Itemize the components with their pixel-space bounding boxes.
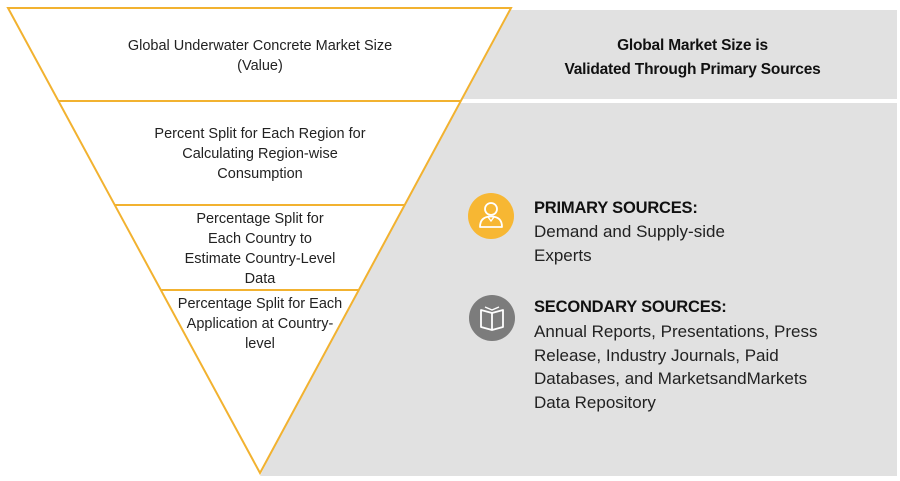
funnel-level-2: Percent Split for Each Region for Calcul…	[110, 124, 410, 184]
primary-sources-badge	[468, 193, 514, 239]
funnel-level-3: Percentage Split for Each Country to Est…	[160, 209, 360, 289]
primary-sources-line: Experts	[534, 245, 592, 265]
secondary-sources-line: Annual Reports, Presentations, Press	[534, 322, 818, 341]
validation-statement: Global Market Size is Validated Through …	[540, 34, 845, 82]
panel-divider	[455, 99, 900, 103]
funnel-level-1: Global Underwater Concrete Market Size (…	[90, 36, 430, 76]
validation-panel	[260, 10, 897, 476]
funnel-outline	[6, 7, 513, 476]
funnel-level-4-line: Application at Country-	[186, 316, 334, 332]
person-icon	[479, 202, 503, 228]
funnel-level-4: Percentage Split for Each Application at…	[160, 294, 360, 354]
funnel-level-2-line: Calculating Region-wise	[182, 146, 338, 162]
funnel-level-2-line: Percent Split for Each Region for	[154, 126, 366, 142]
funnel-level-3-line: Each Country to	[208, 231, 312, 247]
validation-line: Global Market Size is	[617, 37, 768, 54]
funnel-level-3-line: Percentage Split for	[196, 211, 324, 227]
secondary-sources-line: Data Repository	[534, 393, 656, 413]
primary-sources-line: Demand and Supply-side	[534, 222, 725, 241]
funnel-level-1-line: Global Underwater Concrete Market Size	[127, 38, 393, 54]
validation-line: Validated Through Primary Sources	[564, 61, 821, 78]
funnel-level-4-line: level	[245, 336, 275, 352]
secondary-sources-badge	[469, 295, 515, 341]
funnel-level-1-line: (Value)	[237, 58, 283, 74]
secondary-sources-line: Release, Industry Journals, Paid	[534, 345, 779, 365]
funnel-level-2-line: Consumption	[217, 166, 303, 182]
funnel-level-3-line: Estimate Country-Level	[184, 251, 336, 267]
secondary-sources-line: Databases, and MarketsandMarkets	[534, 369, 808, 389]
primary-sources-body: Demand and Supply-side Experts	[534, 220, 814, 267]
secondary-sources-body: Annual Reports, Presentations, Press Rel…	[534, 320, 864, 415]
book-icon	[480, 306, 504, 331]
funnel-level-4-line: Percentage Split for Each	[177, 296, 343, 312]
primary-sources-title: PRIMARY SOURCES:	[534, 199, 698, 217]
secondary-sources-title: SECONDARY SOURCES:	[534, 298, 727, 316]
funnel-level-3-line: Data	[244, 271, 276, 287]
